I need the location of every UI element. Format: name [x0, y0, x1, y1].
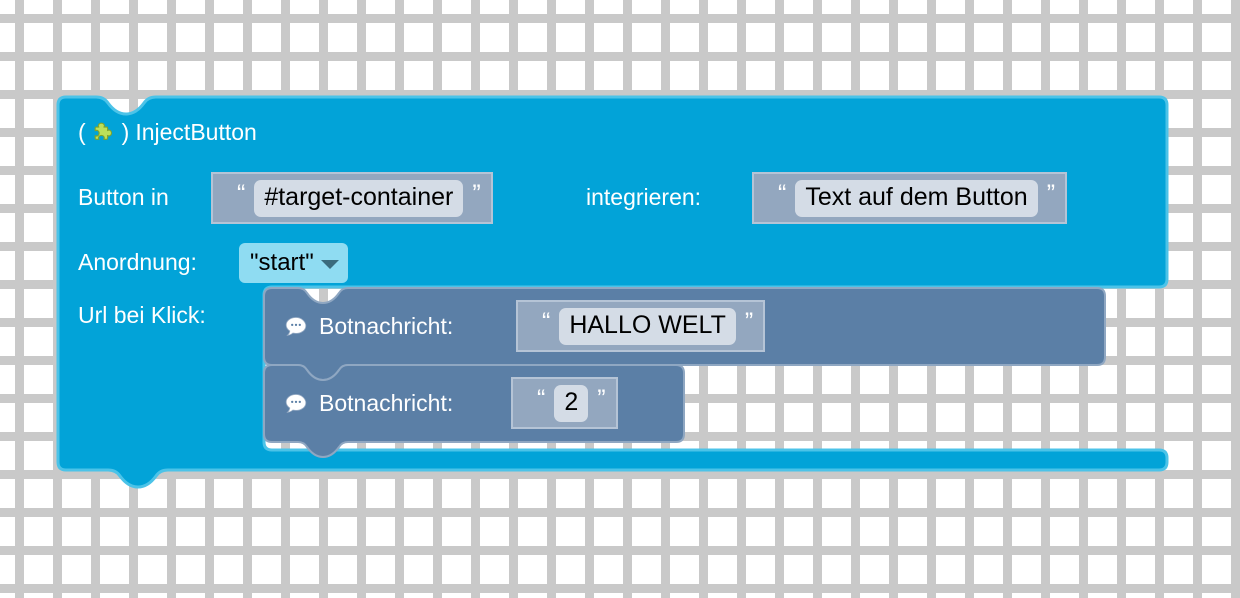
open-quote-icon: “ [237, 179, 246, 208]
block-title: ( ) InjectButton [78, 119, 257, 146]
block-title-close-paren: ) [121, 119, 130, 145]
string-block-zwei[interactable]: “ 2 ” [511, 377, 618, 429]
label-anordnung: Anordnung: [78, 249, 197, 275]
string-block-hallo-welt[interactable]: “ HALLO WELT ” [516, 300, 766, 352]
label-button-in: Button in [78, 184, 169, 210]
text-field-target-container[interactable]: #target-container [254, 179, 464, 217]
statement-block-1[interactable]: Botnachricht: [283, 313, 453, 340]
anordnung-dropdown[interactable]: "start" [239, 243, 348, 283]
open-quote-icon: “ [778, 179, 787, 208]
speech-bubble-icon [283, 314, 309, 340]
chevron-down-icon [320, 260, 339, 269]
close-quote-icon: ” [1046, 179, 1056, 208]
close-quote-icon: ” [597, 384, 606, 413]
string-block-target-container[interactable]: “ #target-container ” [211, 172, 493, 224]
label-integrieren: integrieren: [586, 184, 702, 210]
puzzle-piece-icon [92, 121, 116, 145]
speech-bubble-icon [283, 391, 309, 417]
text-field-zwei[interactable]: 2 [554, 384, 589, 422]
statement-block-1-label: Botnachricht: [319, 313, 454, 339]
statement-block-2-label: Botnachricht: [319, 390, 454, 416]
close-quote-icon: ” [744, 307, 754, 336]
text-field-hallo-welt[interactable]: HALLO WELT [559, 307, 736, 345]
open-quote-icon: “ [537, 384, 546, 413]
label-url-bei-klick: Url bei Klick: [78, 302, 206, 328]
close-quote-icon: ” [472, 179, 481, 208]
block-title-text: InjectButton [135, 119, 257, 145]
statement-block-2[interactable]: Botnachricht: [283, 390, 453, 417]
dropdown-selected-value: "start" [250, 249, 314, 276]
string-block-button-text[interactable]: “ Text auf dem Button ” [752, 172, 1068, 224]
text-field-button-text[interactable]: Text auf dem Button [795, 179, 1038, 217]
open-quote-icon: “ [542, 307, 551, 336]
block-title-open-paren: ( [78, 119, 86, 145]
